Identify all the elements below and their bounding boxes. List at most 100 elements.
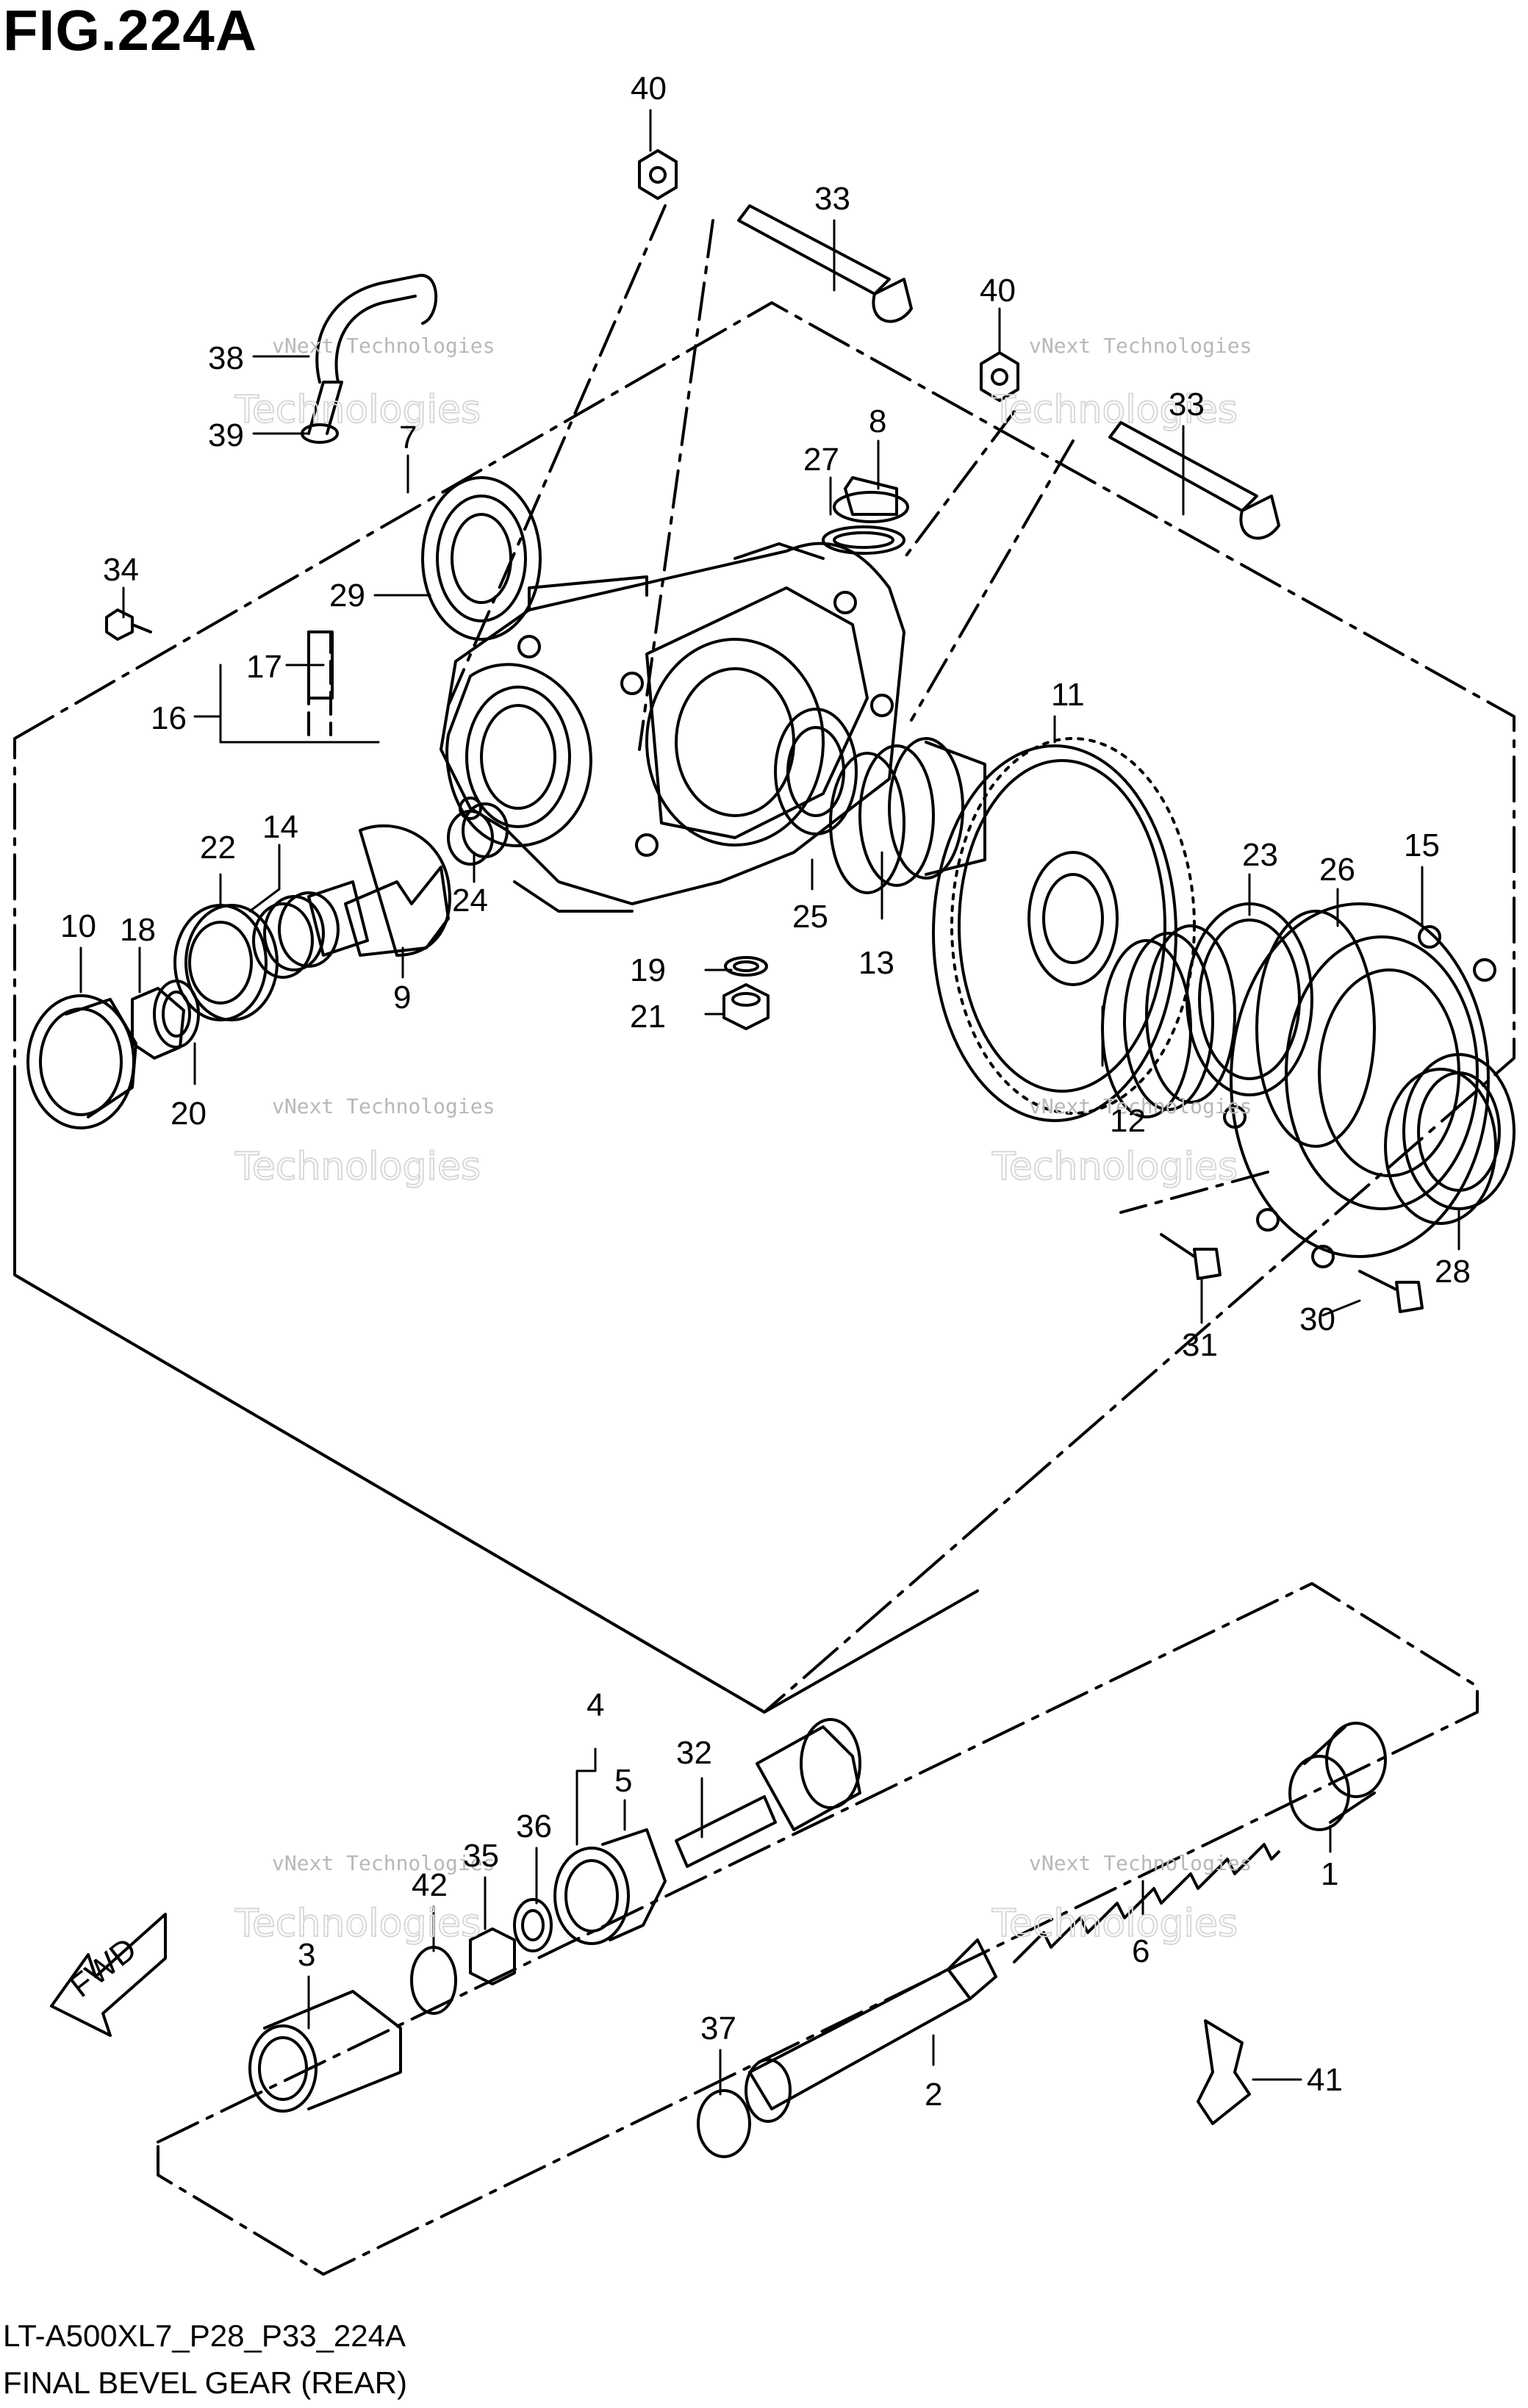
nut-40-left	[638, 149, 678, 200]
gear-housing	[440, 542, 905, 913]
callout-29[interactable]: 29	[329, 578, 365, 614]
callout-11[interactable]: 11	[1051, 677, 1085, 713]
callout-22[interactable]: 22	[200, 830, 236, 866]
leader-lines	[79, 109, 1460, 2096]
nut-35	[469, 1927, 516, 1985]
nut-21	[722, 983, 770, 1030]
callout-6[interactable]: 6	[1132, 1933, 1149, 1969]
sleeve-1	[1288, 1722, 1387, 1831]
watermarks: vNext Technologies Technologies vNext Te…	[234, 334, 1252, 1947]
callout-3[interactable]: 3	[298, 1937, 315, 1973]
coupling-3	[248, 1990, 402, 2113]
callout-40a[interactable]: 40	[631, 71, 667, 107]
shim-23	[1186, 902, 1313, 1096]
callout-40b[interactable]: 40	[980, 273, 1016, 309]
callout-24[interactable]: 24	[452, 883, 488, 919]
shims-14	[252, 891, 340, 979]
callout-19[interactable]: 19	[630, 952, 666, 988]
watermark-12: Technologies	[991, 1902, 1238, 1946]
fwd-arrow	[50, 1913, 167, 2037]
watermark-7: vNext Technologies	[1029, 1094, 1252, 1118]
callout-27[interactable]: 27	[803, 442, 839, 478]
callout-14[interactable]: 14	[262, 809, 298, 845]
watermark-9: vNext Technologies	[272, 1851, 495, 1875]
watermark-2: Technologies	[234, 388, 481, 432]
callout-37[interactable]: 37	[700, 2010, 736, 2046]
figure-title: FIG.224A	[3, 0, 258, 62]
callout-30[interactable]: 30	[1299, 1301, 1335, 1337]
watermark-4: Technologies	[991, 388, 1238, 432]
callout-9[interactable]: 9	[393, 980, 411, 1016]
callout-18[interactable]: 18	[120, 912, 156, 948]
bolt-33-upper	[737, 204, 913, 323]
gear-5	[553, 1828, 667, 1945]
spring-6	[1013, 1843, 1280, 1963]
callout-33a[interactable]: 33	[814, 181, 850, 217]
washer-20	[153, 980, 200, 1049]
callout-13[interactable]: 13	[858, 945, 894, 981]
bolt-34	[105, 608, 152, 641]
callout-28[interactable]: 28	[1435, 1254, 1471, 1290]
callout-5[interactable]: 5	[614, 1763, 632, 1799]
bolt-30	[1358, 1270, 1424, 1313]
callout-35[interactable]: 35	[463, 1838, 499, 1874]
clip-41	[1197, 2019, 1251, 2125]
bolt-33-lower	[1108, 421, 1280, 540]
oil-plug	[822, 476, 909, 555]
watermark-3: vNext Technologies	[1029, 334, 1252, 358]
callout-33b[interactable]: 33	[1169, 387, 1205, 423]
callout-1[interactable]: 1	[1321, 1856, 1338, 1892]
callout-36[interactable]: 36	[516, 1808, 552, 1844]
callout-2[interactable]: 2	[925, 2077, 942, 2113]
shaft-2	[745, 1938, 997, 2123]
watermark-8: Technologies	[991, 1145, 1238, 1189]
shaft-32	[675, 1718, 861, 1868]
oring-42	[410, 1946, 457, 2015]
callout-42[interactable]: 42	[412, 1867, 448, 1903]
bolt-31	[1160, 1233, 1222, 1280]
watermark-5: vNext Technologies	[272, 1094, 495, 1118]
oil-seal-7	[421, 476, 542, 641]
watermark-11: vNext Technologies	[1029, 1851, 1252, 1875]
callouts: 40 33 40 33 38 39 8 27 7 34 29 17 16 11 …	[60, 71, 1471, 2113]
washer-19	[724, 956, 768, 977]
callout-39[interactable]: 39	[208, 417, 244, 453]
callout-23[interactable]: 23	[1242, 837, 1278, 873]
callout-10[interactable]: 10	[60, 908, 96, 944]
callout-41[interactable]: 41	[1307, 2062, 1343, 2098]
callout-17[interactable]: 17	[246, 649, 282, 685]
bearing-22	[173, 904, 279, 1021]
lower-assembly-frame	[157, 1582, 1479, 2276]
oring-26	[1255, 910, 1376, 1148]
watermark-6: Technologies	[234, 1145, 481, 1189]
oring-37	[697, 2089, 751, 2158]
washer-36	[513, 1898, 553, 1952]
callout-21[interactable]: 21	[630, 999, 666, 1035]
callout-20[interactable]: 20	[171, 1096, 207, 1132]
callout-32[interactable]: 32	[676, 1735, 712, 1771]
upper-frame-step	[13, 1079, 979, 1714]
callout-31[interactable]: 31	[1182, 1327, 1218, 1363]
callout-8[interactable]: 8	[869, 403, 886, 439]
watermark-10: Technologies	[234, 1902, 481, 1946]
callout-15[interactable]: 15	[1404, 827, 1440, 863]
bearing-13	[829, 737, 986, 894]
callout-26[interactable]: 26	[1319, 852, 1355, 888]
bearing-24	[447, 802, 509, 866]
callout-34[interactable]: 34	[103, 552, 139, 588]
cup-10	[26, 994, 137, 1129]
callout-38[interactable]: 38	[208, 340, 244, 376]
callout-16[interactable]: 16	[151, 700, 187, 736]
seal-28	[1384, 1053, 1516, 1225]
callout-4[interactable]: 4	[587, 1687, 604, 1723]
callout-12[interactable]: 12	[1110, 1103, 1146, 1139]
figure-code: LT-A500XL7_P28_P33_224A	[3, 2318, 406, 2353]
bearing-25	[774, 708, 858, 835]
callout-7[interactable]: 7	[399, 420, 417, 456]
fwd-label: FWD	[63, 1931, 143, 2005]
upper-assembly-frame	[13, 301, 1516, 1714]
callout-25[interactable]: 25	[792, 899, 828, 935]
figure-name: FINAL BEVEL GEAR (REAR)	[3, 2365, 408, 2400]
drive-pinion-9	[307, 824, 451, 957]
